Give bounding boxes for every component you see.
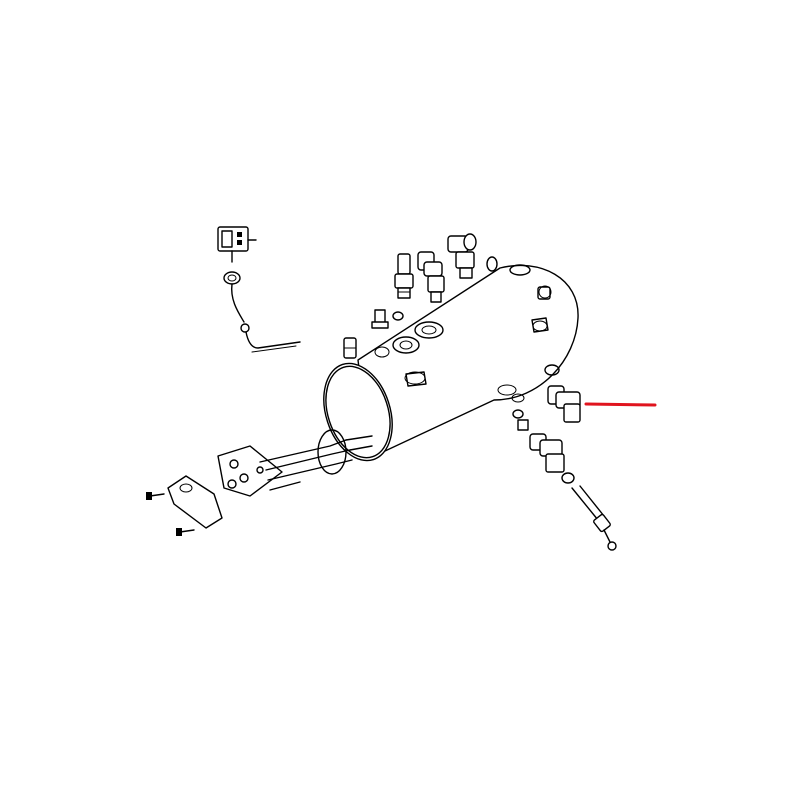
fixing-screws xyxy=(146,492,195,536)
red-pointer-line xyxy=(584,402,657,407)
heating-element xyxy=(217,429,373,497)
safety-valve xyxy=(394,253,414,299)
elbow-fitting xyxy=(529,433,565,473)
water-tap-fitting xyxy=(447,233,498,279)
gaskets xyxy=(392,321,575,484)
pressure-switch-sensor xyxy=(217,226,301,353)
level-probe xyxy=(343,337,529,431)
highlighted-fitting xyxy=(547,385,581,423)
steam-tap-fitting xyxy=(417,251,445,303)
probe-rod xyxy=(571,485,617,551)
vacuum-breaker-valve xyxy=(371,309,404,329)
boiler-tank xyxy=(323,264,579,462)
heating-element-flange-cover xyxy=(167,475,223,529)
